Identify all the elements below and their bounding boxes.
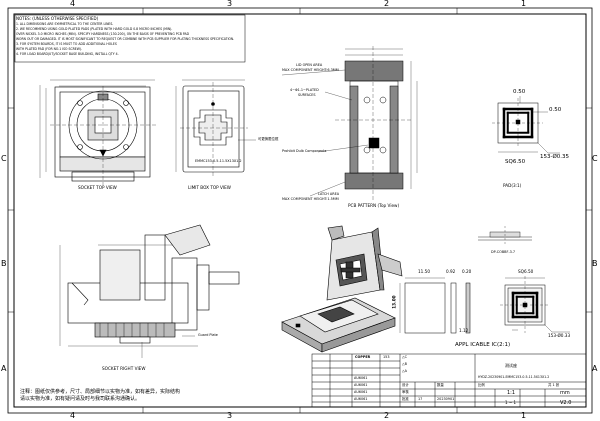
date-cell: 20230901 — [437, 397, 455, 401]
version-value: V2.0 — [560, 400, 572, 406]
code-cell: AU6061 — [354, 397, 368, 401]
ic-dim-gap1: 0.92 — [446, 269, 456, 274]
scale-label: 比例 — [478, 383, 485, 387]
latch-area — [344, 172, 404, 190]
guard-plate-label: Guard Plate — [198, 333, 218, 337]
pcb-pattern — [281, 46, 418, 200]
pcb-pattern-caption: PCB PATTERN (Top View) — [348, 203, 400, 208]
ic-dim-pads: 153-Ø0.33 — [548, 333, 571, 338]
note-line: 4. FOR LOAD BOARD(UT)/SOCKET BASE BUILDI… — [16, 52, 119, 56]
max-height-bottom-label: MAX COMPONENT HEIGHT:1.5MM — [282, 197, 339, 201]
approved-label: 批准 — [402, 397, 409, 401]
code-cell: AU6061 — [354, 376, 368, 380]
zone-top-3: 3 — [227, 0, 233, 8]
note-line: 3. FOR SYSTEM BOARDS, IT IS MUST TO ADD … — [16, 42, 117, 46]
limit-box-code-label: EMMC153-0.5-11.5X13X1.2 — [195, 159, 242, 163]
limit-box-top-view — [175, 79, 256, 176]
zone-right-b: B — [592, 259, 598, 268]
limit-box-caption: LIMIT BOX TOP VIEW — [188, 185, 231, 190]
qty-label: 数量 — [437, 383, 444, 387]
zone-top-4: 4 — [70, 0, 76, 8]
pad-dim-top: 0.50 — [513, 89, 526, 95]
zone-bottom-3: 3 — [227, 411, 233, 420]
zone-top-1: 1 — [521, 0, 527, 8]
bottom-note-line-1: 注释：图纸仅供参考，尺寸、局部细节以实物为准，如有差异，实际结构 — [20, 389, 181, 395]
note-line: WORN OUT OR DAMAGED. IT IS MOST SIGNIFIC… — [16, 37, 235, 41]
prohibit-label: Prohibit Dulb Components — [282, 149, 327, 153]
socket-right-caption: SOCKET RIGHT VIEW — [102, 366, 146, 371]
lid-open-area — [344, 60, 404, 82]
ic-dim-gap2: 0.20 — [462, 269, 472, 274]
note-line: 1. ALL DIMENSIONS ARE SYMMETRICAL TO THE… — [16, 22, 114, 26]
sheets-label: 共 1 张 — [548, 383, 560, 387]
socket-right-view — [59, 224, 240, 358]
ic-dim-size: SQ6.50 — [518, 269, 534, 274]
plated-label: 4−Φ1.1−PLATED — [290, 88, 319, 92]
qty-header: 153 — [383, 355, 390, 359]
max-height-top-label: MAX COMPONENT HEIGHT:6.3MM — [282, 68, 339, 72]
note-line: 2. WE RECOMMEND USING GOLD PLATED PADS (… — [16, 27, 173, 31]
scale-value: 1:1 — [507, 390, 516, 396]
designed-label: 设计 — [402, 383, 409, 387]
bottom-note-line-2: 请以实物为准，如有疑问请及时与我司联系沟通确认。 — [20, 396, 141, 402]
num-cell: 17 — [418, 397, 423, 401]
pad-dim-size: SQ6.50 — [505, 159, 526, 165]
zone-left-b: B — [1, 259, 7, 268]
note-line: WITH PLATED PAD (FOR NO.1 ISO SCREW). — [16, 47, 82, 51]
title-cn: 测试座 — [505, 363, 517, 368]
zone-bottom-1: 1 — [521, 411, 527, 420]
applicable-ic-caption: APPL ICABLE IC(2:1) — [455, 342, 511, 348]
notes-box — [14, 14, 246, 63]
socket-top-view — [39, 79, 158, 185]
ic-dim-pitch: 1.12 — [459, 328, 469, 333]
latch-label: LATCH AREA — [318, 192, 340, 196]
unit-value: mm — [560, 390, 570, 396]
zone-top-2: 2 — [384, 0, 390, 8]
pad-dim-right: 0.50 — [549, 107, 562, 113]
chinese-note-label: 可更换限位框 — [258, 137, 279, 141]
socket-3d-render — [281, 225, 403, 353]
dp-view — [478, 226, 532, 246]
note-line: OVER NICKEL 3.0 MICRO INCHES (MIN). SPEC… — [16, 32, 190, 36]
zone-ticks — [8, 8, 592, 413]
zone-left-c: C — [1, 154, 7, 163]
rev-mark-a: △A — [402, 369, 407, 373]
drawing-number: HYDZ-20230901-EMMC153-0.5-11.5X13X1.2 — [478, 375, 550, 379]
zone-right-a: A — [592, 364, 598, 373]
pad-caption: PAD(3:1) — [503, 183, 522, 188]
surfaces-label: SURFACES — [298, 93, 316, 97]
checked-label: 审核 — [402, 390, 409, 394]
notes-heading: NOTES: (UNLESS OTHERWISE SPECIFIED) — [16, 16, 99, 21]
zone-bottom-2: 2 — [384, 411, 390, 420]
zone-right-c: C — [592, 154, 598, 163]
lid-open-label: LID OPEN AREA — [296, 63, 323, 67]
rev-mark-b: △B — [402, 362, 407, 366]
pad-dim-pitch: 153-Ø0.35 — [540, 154, 570, 160]
dp-caption: DP-COBBF-3.7 — [491, 250, 516, 254]
applicable-ic-view — [399, 276, 570, 334]
title-block — [311, 353, 587, 408]
code-cell: AU6061 — [354, 390, 368, 394]
ic-dim-height: 13.00 — [391, 295, 397, 309]
rev-mark-c: △C — [402, 355, 407, 359]
pad-view — [492, 96, 560, 154]
socket-top-view-caption: SOCKET TOP VIEW — [78, 185, 117, 190]
code-cell: AU6061 — [354, 383, 368, 387]
ic-dim-width: 11.50 — [418, 269, 430, 274]
zone-bottom-4: 4 — [70, 411, 76, 420]
material-header: COPPER — [355, 355, 371, 359]
zone-left-a: A — [1, 364, 7, 373]
page-value: 1 − 1 — [505, 400, 516, 405]
